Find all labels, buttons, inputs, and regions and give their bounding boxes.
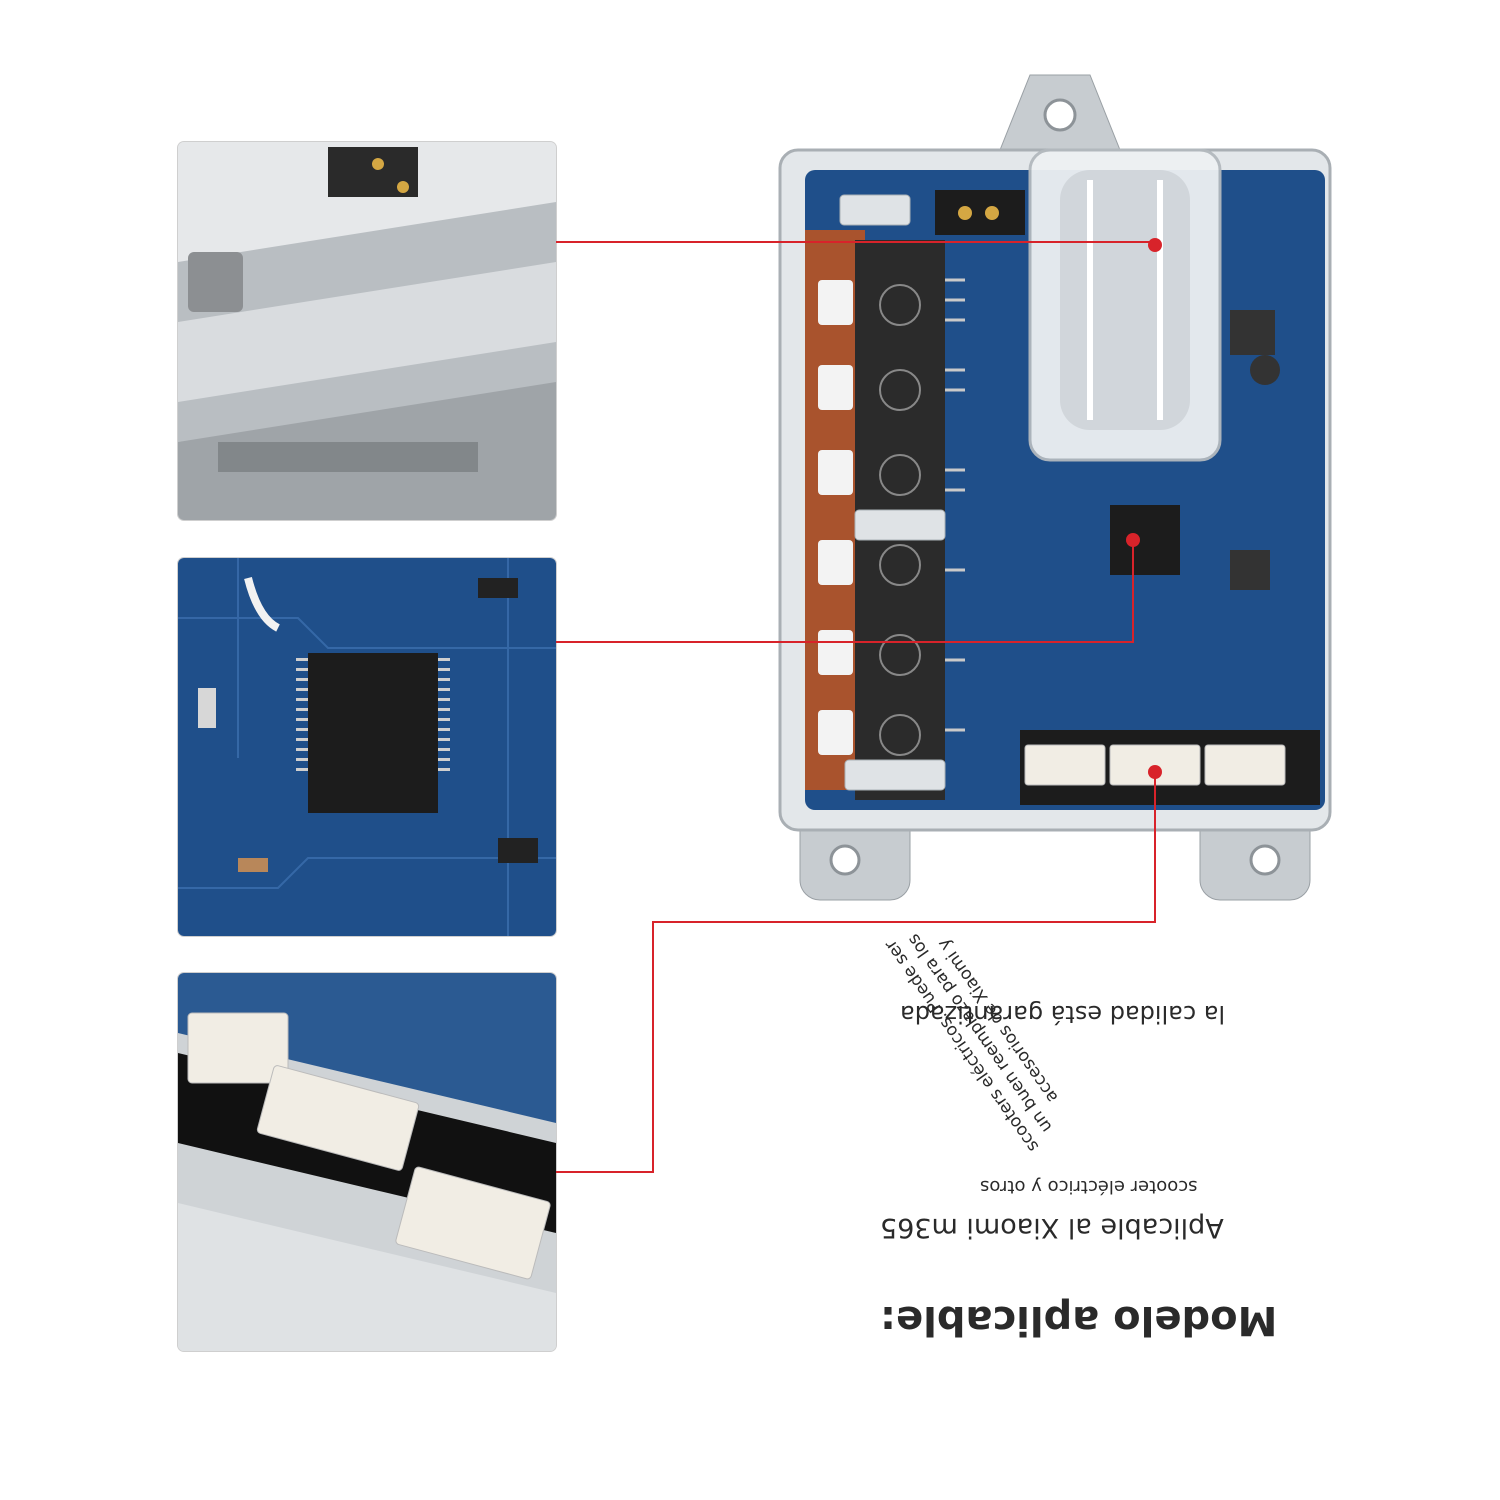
- detail-photo-power-connector: [178, 142, 556, 520]
- product-image-controller-board: [760, 70, 1360, 920]
- detail-photo-microcontroller: [178, 558, 556, 936]
- detail-photo-connectors: [178, 973, 556, 1351]
- caption-diagonal-line-1: scooters eléctricos. Puede ser: [880, 935, 1044, 1156]
- caption-scooter: scooter eléctrico y otros: [980, 1176, 1198, 1197]
- caption-aplicable: Aplicable al Xiaomi m365: [880, 1212, 1224, 1243]
- caption-modelo-title: Modelo aplicable:: [880, 1297, 1278, 1343]
